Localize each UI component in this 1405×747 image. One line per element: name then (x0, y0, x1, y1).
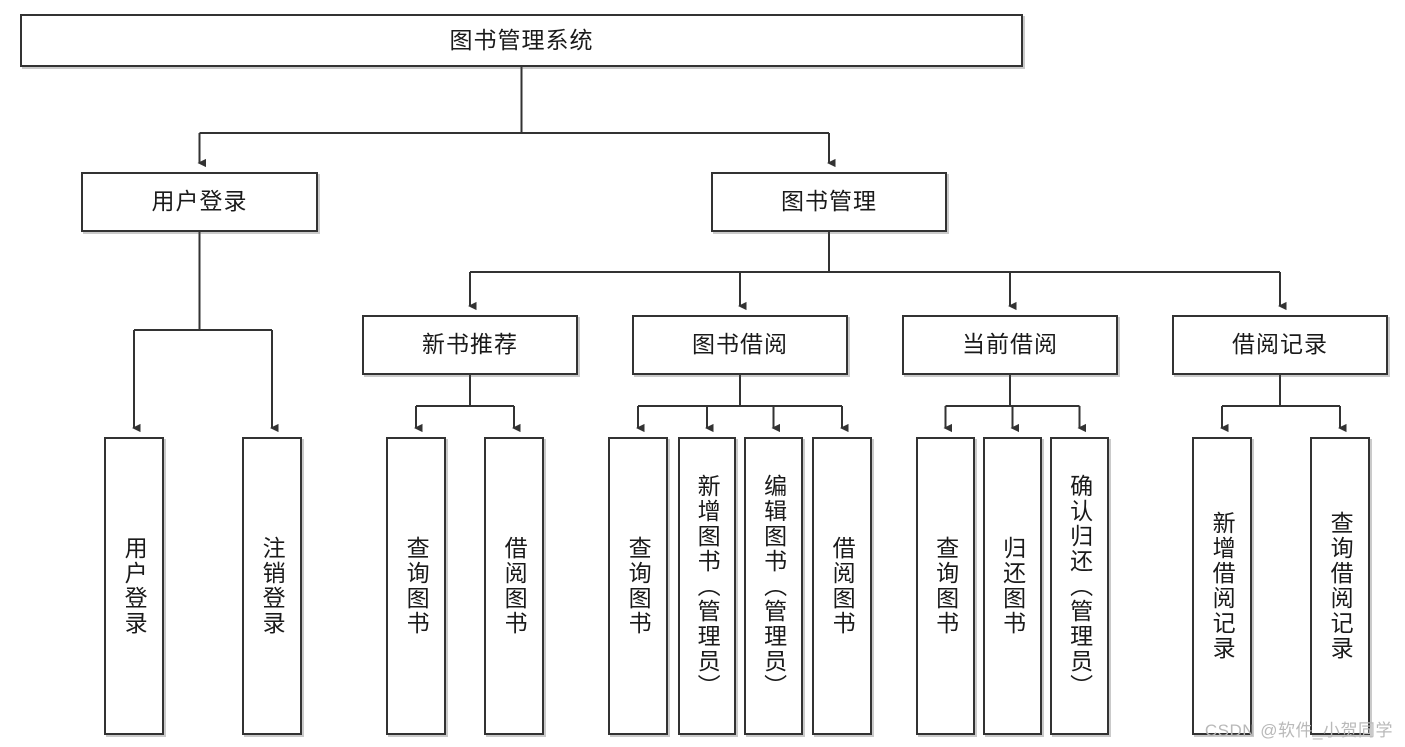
node-label: 确认归还（管理员） (1066, 473, 1093, 699)
node-label: 图书管理系统 (449, 26, 594, 53)
node-leaf-bw-edit[interactable]: 编辑图书（管理员） (744, 437, 803, 735)
node-label: 用户登录 (121, 536, 148, 636)
node-label: 查询图书 (403, 536, 430, 636)
node-label: 查询借阅记录 (1327, 511, 1354, 661)
node-leaf-cur-confirm[interactable]: 确认归还（管理员） (1050, 437, 1109, 735)
node-leaf-rec-query[interactable]: 查询借阅记录 (1310, 437, 1370, 735)
node-leaf-user-login[interactable]: 用户登录 (104, 437, 164, 735)
node-label: 编辑图书（管理员） (760, 473, 787, 699)
node-newbook[interactable]: 新书推荐 (362, 315, 578, 375)
node-label: 当前借阅 (962, 331, 1058, 358)
node-label: 新增图书（管理员） (694, 473, 721, 699)
node-leaf-nb-query[interactable]: 查询图书 (386, 437, 446, 735)
node-label: 新书推荐 (422, 331, 518, 358)
node-login[interactable]: 用户登录 (81, 172, 318, 232)
node-records[interactable]: 借阅记录 (1172, 315, 1388, 375)
node-label: 查询图书 (625, 536, 652, 636)
node-leaf-bw-add[interactable]: 新增图书（管理员） (678, 437, 736, 735)
node-label: 用户登录 (151, 188, 248, 215)
node-label: 查询图书 (932, 536, 959, 636)
node-leaf-cur-return[interactable]: 归还图书 (983, 437, 1042, 735)
node-leaf-bw-loan[interactable]: 借阅图书 (812, 437, 872, 735)
node-leaf-nb-borrow[interactable]: 借阅图书 (484, 437, 544, 735)
node-borrow[interactable]: 图书借阅 (632, 315, 848, 375)
node-root[interactable]: 图书管理系统 (20, 14, 1023, 67)
node-label: 新增借阅记录 (1209, 511, 1236, 661)
node-label: 图书借阅 (692, 331, 788, 358)
node-leaf-rec-add[interactable]: 新增借阅记录 (1192, 437, 1252, 735)
node-label: 注销登录 (259, 536, 286, 636)
node-label: 借阅图书 (501, 536, 528, 636)
node-leaf-user-logout[interactable]: 注销登录 (242, 437, 302, 735)
node-label: 归还图书 (999, 536, 1026, 636)
node-label: 借阅记录 (1232, 331, 1328, 358)
node-label: 借阅图书 (829, 536, 856, 636)
node-label: 图书管理 (781, 188, 877, 215)
node-bookmgmt[interactable]: 图书管理 (711, 172, 947, 232)
node-leaf-cur-query[interactable]: 查询图书 (916, 437, 975, 735)
node-current[interactable]: 当前借阅 (902, 315, 1118, 375)
node-leaf-bw-query[interactable]: 查询图书 (608, 437, 668, 735)
